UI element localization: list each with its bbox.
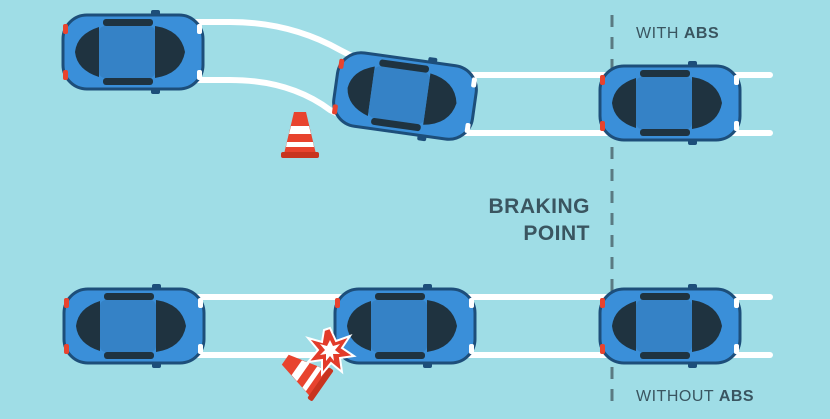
car-with-abs-after xyxy=(598,59,742,147)
label-braking-point: BRAKING POINT xyxy=(470,193,590,247)
braking-line-1: BRAKING xyxy=(488,195,590,218)
car-with-abs-start xyxy=(61,8,205,96)
car-without-abs-skid xyxy=(333,282,477,370)
car-with-abs-swerve xyxy=(328,43,482,149)
traffic-cone-icon xyxy=(281,112,319,158)
car-without-abs-after xyxy=(598,282,742,370)
impact-burst-icon xyxy=(305,326,357,377)
braking-line-2: POINT xyxy=(523,222,590,245)
label-with-abs: WITH ABS xyxy=(636,25,720,42)
label-without-abs: WITHOUT ABS xyxy=(636,388,755,405)
car-without-abs-start xyxy=(62,282,206,370)
